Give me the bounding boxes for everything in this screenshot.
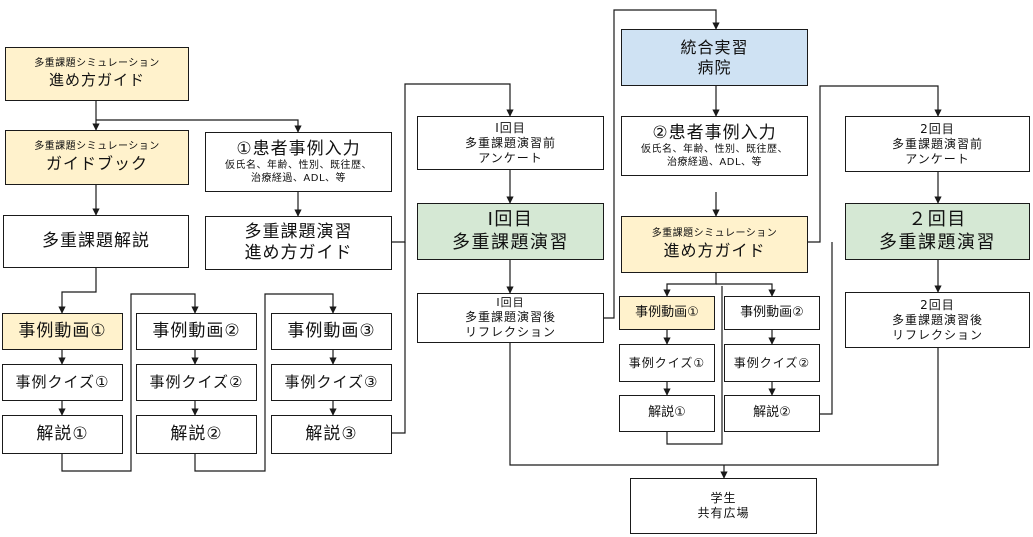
- expl-b-box: 解説②: [724, 395, 820, 432]
- box-title: 多重課題演習: [452, 231, 569, 253]
- box-title: 解説③: [305, 423, 358, 444]
- box-title: 解説①: [36, 423, 89, 444]
- box-title: 事例動画③: [287, 320, 376, 341]
- box-title: 事例クイズ②: [733, 355, 811, 370]
- box-line: Ⅰ回目: [496, 296, 525, 310]
- box-title: Ⅰ回目: [487, 209, 534, 230]
- box-title: ②患者事例入力: [652, 122, 777, 143]
- arrow-commentary-to-video1: [58, 268, 97, 314]
- guide-mid-box: 多重課題シミュレーション 進め方ガイド: [621, 216, 808, 273]
- video-2-box: 事例動画②: [136, 313, 257, 350]
- box-title: 解説②: [753, 405, 791, 421]
- box-title: 統合実習: [680, 37, 749, 57]
- box-title: 解説②: [170, 423, 223, 444]
- quiz-2-box: 事例クイズ②: [136, 364, 257, 401]
- box-title: 解説①: [648, 405, 686, 421]
- box-title: 進め方ガイド: [663, 240, 766, 260]
- box-title: 事例動画①: [635, 304, 699, 320]
- box-line: 多重課題演習前: [464, 135, 556, 150]
- practice-2-box: ２回目 多重課題演習: [845, 203, 1030, 260]
- box-line: 多重課題演習後: [464, 309, 556, 324]
- quiz-a-box: 事例クイズ①: [619, 344, 715, 382]
- box-detail: 仮氏名、年齢、性別、既往歴、: [225, 160, 372, 172]
- box-detail: 治療経過、ADL、等: [666, 156, 763, 168]
- practice-1-box: Ⅰ回目 多重課題演習: [417, 203, 604, 260]
- box-title: ２回目: [908, 209, 967, 230]
- practicum-box: 統合実習 病院: [621, 29, 808, 86]
- forum-box: 学生 共有広場: [630, 478, 817, 534]
- box-subtitle: 多重課題シミュレーション: [34, 58, 160, 70]
- expl-a-box: 解説①: [619, 395, 715, 432]
- quiz-1-box: 事例クイズ①: [2, 364, 123, 401]
- box-title: ①患者事例入力: [236, 138, 361, 159]
- box-title: 事例クイズ①: [628, 355, 706, 370]
- line-expla-loop: [666, 286, 723, 445]
- box-title: 事例動画②: [152, 320, 241, 341]
- box-title: 多重課題演習: [879, 231, 996, 253]
- pre-survey-1-box: Ⅰ回目 多重課題演習前 アンケート: [417, 116, 604, 170]
- expl-1-box: 解説①: [2, 415, 123, 454]
- box-line: リフレクション: [891, 327, 983, 342]
- box-line: アンケート: [905, 151, 970, 166]
- arrow-expl2-to-video3: [194, 293, 337, 472]
- expl-3-box: 解説③: [271, 415, 392, 454]
- box-title: 多重課題解説: [42, 230, 150, 251]
- guide-top-box: 多重課題シミュレーション 進め方ガイド: [5, 47, 189, 101]
- arrow-guide-to-patient1: [96, 119, 302, 133]
- box-title: 多重課題演習: [244, 221, 353, 242]
- video-b-box: 事例動画②: [724, 296, 820, 330]
- box-title: 学生: [710, 491, 737, 505]
- video-1-box: 事例動画①: [2, 313, 123, 350]
- box-line: 2回目: [920, 121, 955, 136]
- practice-guide-1-box: 多重課題演習 進め方ガイド: [205, 216, 392, 270]
- box-title: 進め方ガイド: [244, 243, 353, 263]
- expl-2-box: 解説②: [136, 415, 257, 454]
- box-line: Ⅰ回目: [495, 120, 526, 135]
- video-3-box: 事例動画③: [271, 313, 392, 350]
- patient-input-2-box: ②患者事例入力 仮氏名、年齢、性別、既往歴、 治療経過、ADL、等: [621, 116, 808, 176]
- box-line: 2回目: [920, 297, 955, 312]
- box-title: 事例動画①: [18, 320, 107, 341]
- guidebook-box: 多重課題シミュレーション ガイドブック: [5, 130, 189, 185]
- box-title: 共有広場: [697, 506, 750, 520]
- box-title: 病院: [697, 57, 732, 77]
- box-title: 事例クイズ②: [149, 373, 244, 392]
- line-expl3-return: [392, 242, 406, 434]
- box-line: リフレクション: [464, 324, 556, 339]
- box-title: 事例クイズ①: [15, 373, 110, 392]
- video-a-box: 事例動画①: [619, 296, 715, 330]
- arrow-reflections-to-forum: [509, 343, 939, 478]
- box-subtitle: 多重課題シミュレーション: [651, 228, 778, 240]
- arrow-reflection1-to-practicum: [604, 9, 720, 319]
- arrow-guidemid-to-presurvey2: [808, 85, 942, 243]
- box-detail: 治療経過、ADL、等: [250, 172, 347, 184]
- box-line: 多重課題演習前: [891, 136, 983, 151]
- box-line: 多重課題演習後: [891, 312, 983, 327]
- box-line: アンケート: [478, 150, 543, 165]
- reflection-1-box: Ⅰ回目 多重課題演習後 リフレクション: [417, 293, 604, 343]
- arrow-expl1-to-video2: [61, 293, 199, 472]
- commentary-box: 多重課題解説: [3, 215, 189, 268]
- pre-survey-2-box: 2回目 多重課題演習前 アンケート: [845, 116, 1030, 172]
- quiz-3-box: 事例クイズ③: [271, 364, 392, 401]
- quiz-b-box: 事例クイズ②: [724, 344, 820, 382]
- arrow-to-presurvey1: [392, 83, 514, 243]
- box-title: ガイドブック: [45, 153, 148, 173]
- arrow-guidemid-to-videoa: [663, 273, 717, 297]
- line-explb-loop: [820, 242, 833, 415]
- arrow-guidemid-to-videob: [716, 283, 776, 297]
- reflection-2-box: 2回目 多重課題演習後 リフレクション: [845, 292, 1030, 348]
- patient-input-1-box: ①患者事例入力 仮氏名、年齢、性別、既往歴、 治療経過、ADL、等: [205, 132, 392, 192]
- box-subtitle: 多重課題シミュレーション: [34, 141, 160, 153]
- box-title: 進め方ガイド: [48, 70, 145, 89]
- box-title: 事例クイズ③: [284, 373, 379, 392]
- box-title: 事例動画②: [740, 304, 804, 320]
- box-detail: 仮氏名、年齢、性別、既往歴、: [641, 144, 788, 156]
